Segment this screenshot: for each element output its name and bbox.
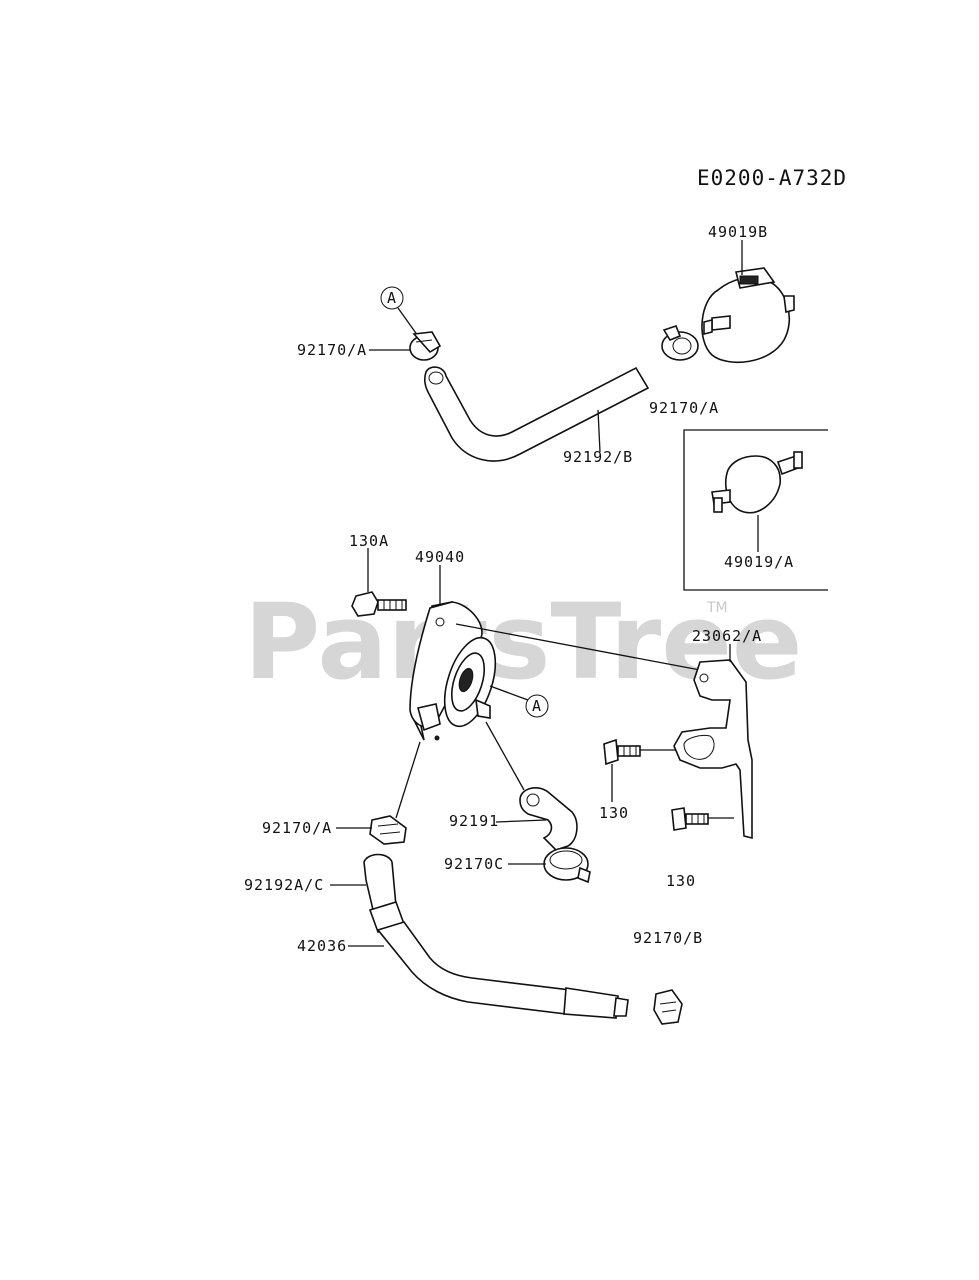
watermark-trademark: TM <box>706 600 728 616</box>
label-92170a-top-left[interactable]: 92170/A <box>297 341 367 359</box>
leader-pump-92191 <box>485 721 525 791</box>
fuel-hose-42036[interactable] <box>376 921 629 1019</box>
leader-92191 <box>495 819 547 823</box>
clamp-92170a-mid[interactable] <box>369 815 407 845</box>
label-130-right[interactable]: 130 <box>666 872 696 890</box>
label-92170a-top-right[interactable]: 92170/A <box>649 399 719 417</box>
bracket-23062a[interactable] <box>673 659 753 840</box>
callout-a-mid: A <box>525 694 549 718</box>
leader-pump-bracket <box>455 623 701 671</box>
fuel-pump-49040[interactable] <box>409 601 505 741</box>
label-130a[interactable]: 130A <box>349 532 389 550</box>
label-92192b[interactable]: 92192/B <box>563 448 633 466</box>
svg-text:A: A <box>532 697 542 715</box>
fuel-filter-49019a[interactable] <box>711 451 803 514</box>
label-49040[interactable]: 49040 <box>415 548 465 566</box>
label-92170c[interactable]: 92170C <box>444 855 504 873</box>
leader-callout-a-mid <box>489 685 529 701</box>
clamp-92170c[interactable] <box>543 847 591 884</box>
label-92192ac[interactable]: 92192A/C <box>244 876 324 894</box>
clamp-92170b[interactable] <box>653 989 683 1025</box>
leader-92192b <box>597 409 601 453</box>
label-92191[interactable]: 92191 <box>449 812 499 830</box>
svg-text:A: A <box>387 289 397 307</box>
label-49019a[interactable]: 49019/A <box>724 553 794 571</box>
label-23062a[interactable]: 23062/A <box>692 627 762 645</box>
inset-box <box>683 429 828 591</box>
label-92170a-mid[interactable]: 92170/A <box>262 819 332 837</box>
fuel-hose-92192b[interactable] <box>423 366 650 462</box>
leader-pump-clamp-mid <box>395 741 421 819</box>
fuel-filter-49019b[interactable] <box>701 267 795 364</box>
clamp-92170a-top-left[interactable] <box>409 331 442 361</box>
label-42036[interactable]: 42036 <box>297 937 347 955</box>
label-49019b[interactable]: 49019B <box>708 223 768 241</box>
clamp-92170a-top-right[interactable] <box>661 325 699 361</box>
leader-callout-a-top <box>397 307 419 337</box>
diagram-code: E0200-A732D <box>697 166 847 190</box>
bolt-130-left[interactable] <box>603 738 641 766</box>
callout-a-top: A <box>380 286 404 310</box>
label-130-left[interactable]: 130 <box>599 804 629 822</box>
label-92170b[interactable]: 92170/B <box>633 929 703 947</box>
fuel-hose-92192ac[interactable] <box>363 853 406 933</box>
hose-92191[interactable] <box>519 787 578 851</box>
bolt-130-right[interactable] <box>671 807 709 831</box>
bolt-130a[interactable] <box>351 591 407 617</box>
